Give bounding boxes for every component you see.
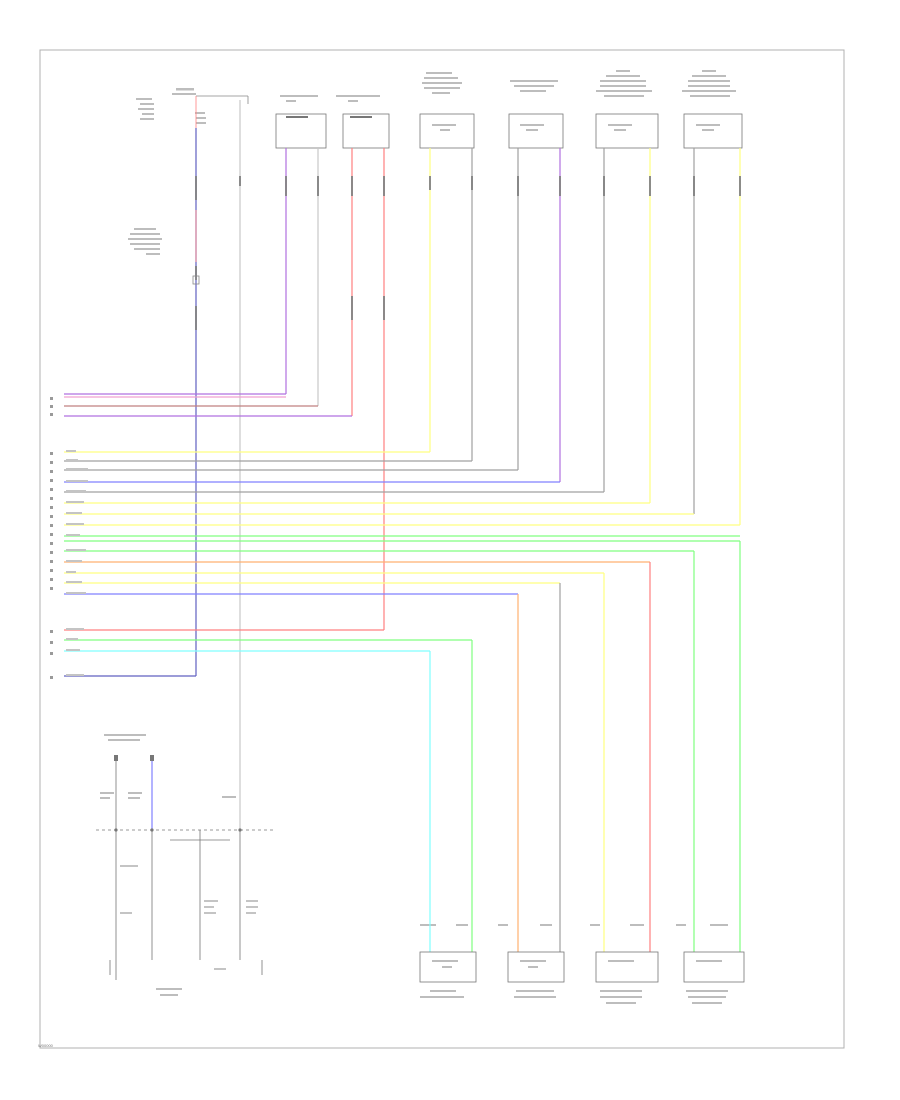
bottom-component-inner (432, 960, 722, 968)
top-component-inner-marks (286, 116, 372, 118)
passenger-seat-weight-sensor-box (508, 113, 564, 149)
connector-marks (195, 176, 741, 330)
bottom-components (419, 951, 745, 983)
vertical-wires (195, 100, 741, 830)
left-side-curtain-sensor-box (595, 113, 659, 149)
driver-seat-belt-switch-box (275, 113, 327, 149)
lower-left-labels (120, 865, 258, 970)
power-source (192, 95, 249, 285)
horizontal-wires (64, 393, 740, 677)
diagram-frame (39, 49, 845, 1049)
passenger-seat-belt-switch-box (342, 113, 390, 149)
passenger-side-airbag-sensor-box (507, 951, 565, 983)
front-passenger-airbag-sensor-box (419, 113, 475, 149)
rear-left-sensor-box (595, 951, 659, 983)
left-pin-numbers (50, 397, 53, 679)
top-components (275, 113, 743, 149)
diagram-code: W00000 (38, 1043, 53, 1048)
wire-code-tags (66, 450, 88, 676)
lower-left-dots (114, 755, 242, 832)
right-side-curtain-sensor-box (683, 113, 743, 149)
label-blocks (100, 70, 736, 1004)
lower-left-circuit (96, 755, 274, 980)
driver-side-airbag-sensor-box (419, 951, 477, 983)
bottom-vertical-wires (429, 541, 741, 952)
rear-right-sensor-box (683, 951, 745, 983)
